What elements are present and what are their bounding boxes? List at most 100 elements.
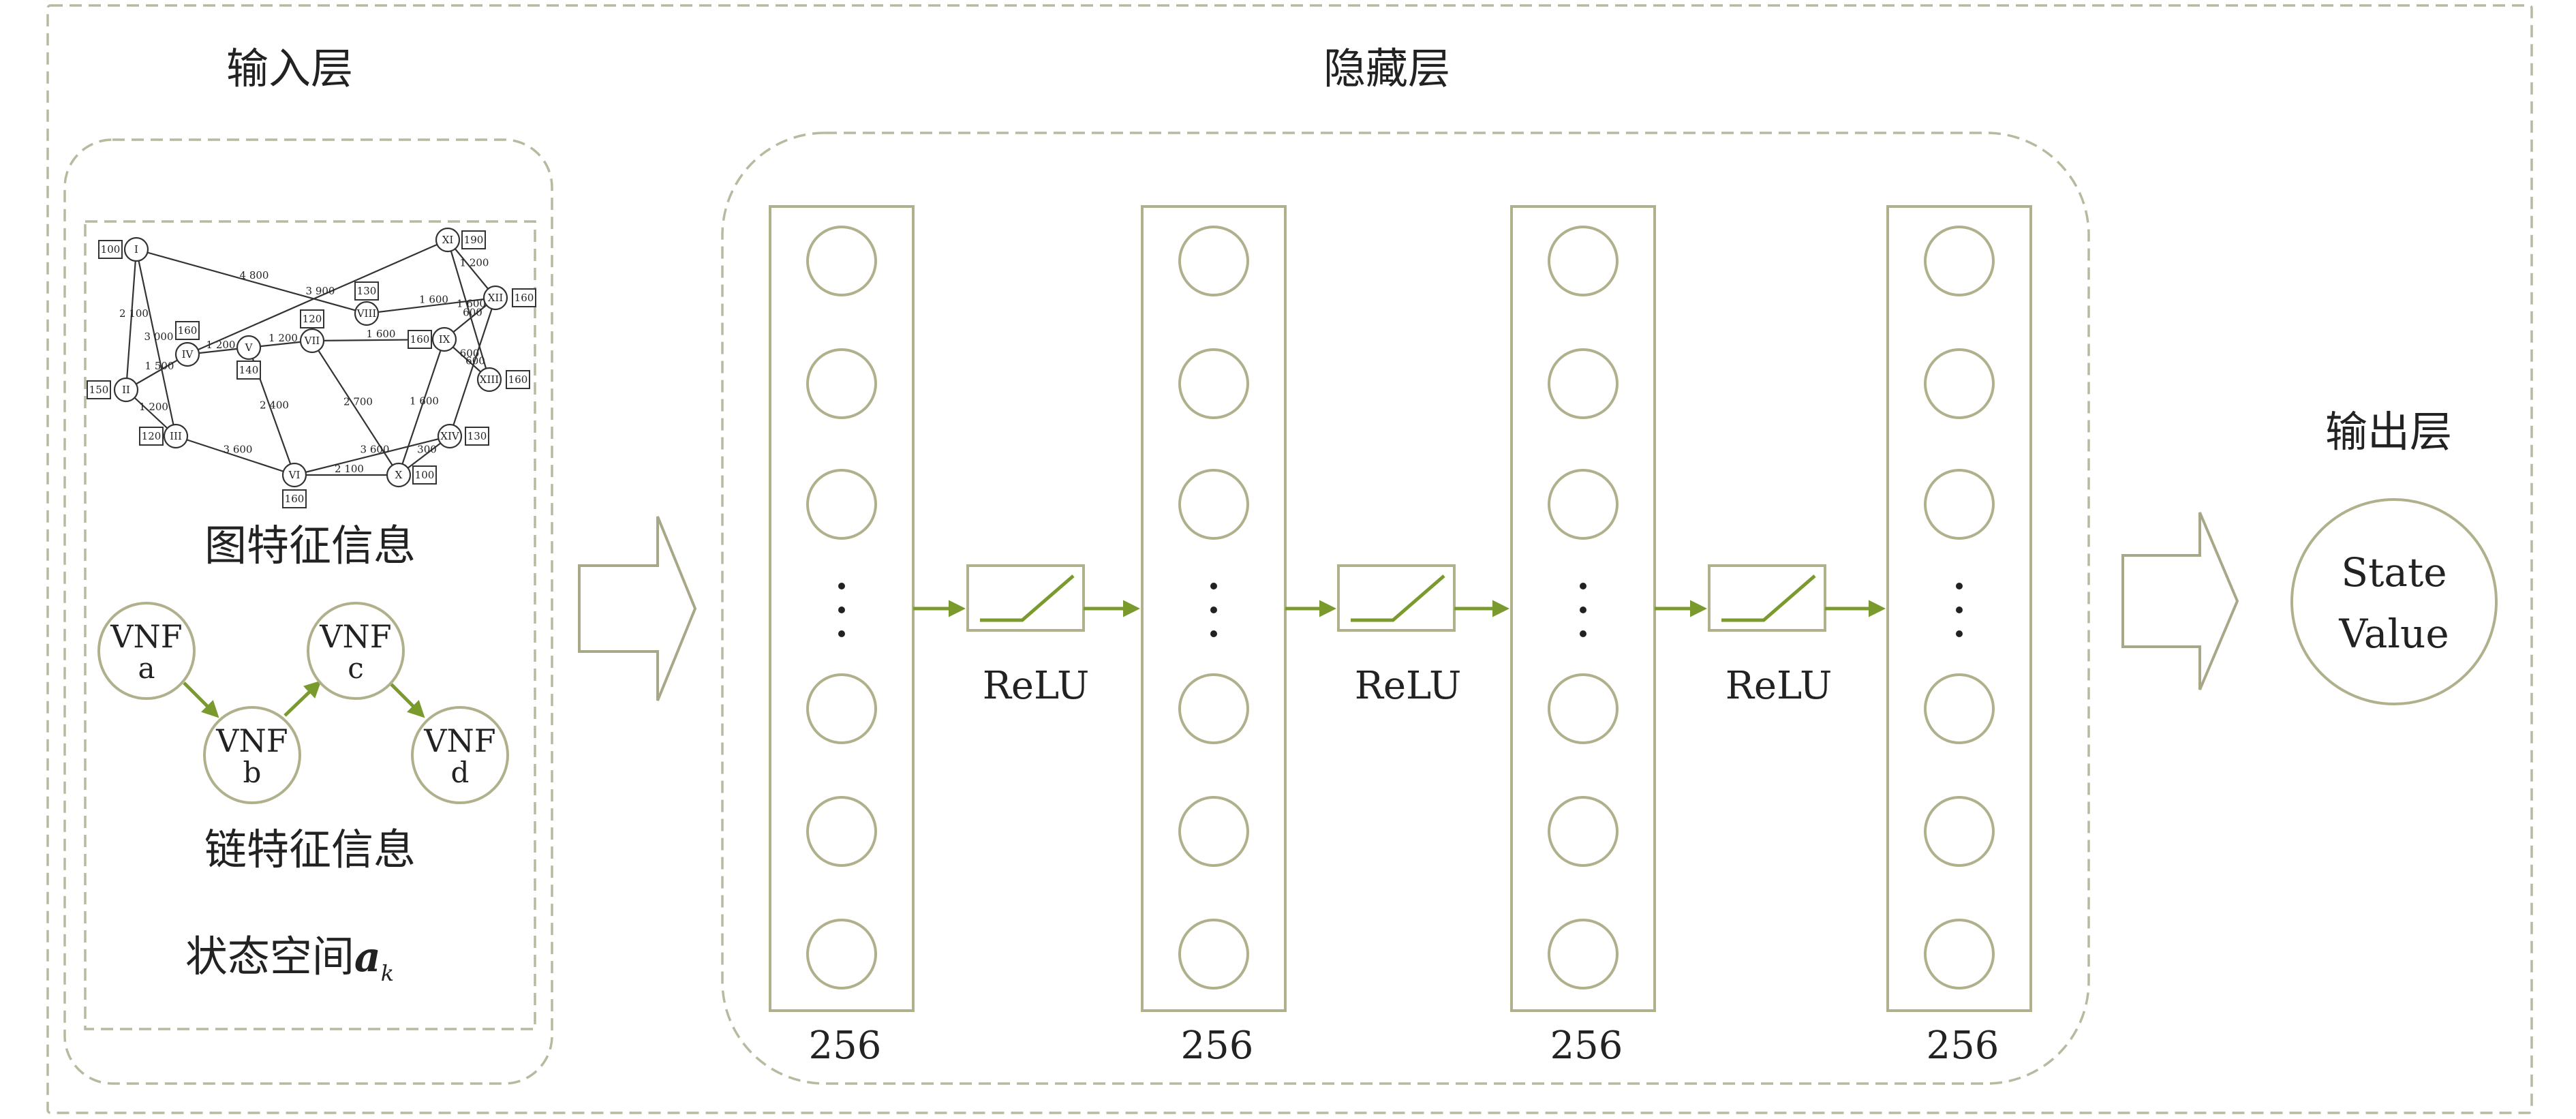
neuron xyxy=(1178,469,1249,540)
neuron xyxy=(1178,348,1249,419)
topology-edge-label: 600 xyxy=(460,348,480,360)
topology-node-capacity: 130 xyxy=(467,430,487,442)
topology-node-capacity: 100 xyxy=(415,469,435,481)
topology-node-capacity: 120 xyxy=(142,430,162,442)
topology-node-capacity: 160 xyxy=(410,333,430,346)
topology-node-id: VI xyxy=(288,469,301,481)
relu-label-1: ReLU xyxy=(983,664,1090,708)
hidden-layer-2: 256 xyxy=(1141,205,1287,1068)
topology-edge xyxy=(294,435,450,476)
topology-node-id: XIV xyxy=(440,430,460,442)
topology-node: XII 160 xyxy=(482,285,536,311)
topology-edge-label: 1 600 xyxy=(419,294,448,306)
topology-edge xyxy=(446,239,491,380)
topology-edge xyxy=(175,435,295,476)
neuron xyxy=(1548,919,1619,990)
ellipsis-dot xyxy=(1210,630,1217,637)
neuron xyxy=(806,796,877,867)
neuron xyxy=(1924,469,1995,540)
hidden-layer-1: 256 xyxy=(769,205,915,1068)
neuron xyxy=(1924,796,1995,867)
topology-edge-label: 1 600 xyxy=(410,395,439,408)
output-layer-title: 输出层 xyxy=(2325,407,2452,457)
ellipsis-dot xyxy=(1956,630,1963,637)
topology-edge xyxy=(136,248,367,315)
ellipsis-dot xyxy=(1956,607,1963,613)
relu-block-3: ReLU xyxy=(1655,564,1886,708)
neuron xyxy=(1178,226,1249,296)
topology-node-id: IV xyxy=(182,348,194,361)
neuron xyxy=(1548,796,1619,867)
neuron xyxy=(1924,348,1995,419)
topology-node-id: XII xyxy=(488,292,504,304)
ellipsis-dot xyxy=(1210,583,1217,589)
outer-frame xyxy=(46,4,2533,1114)
topology-edge-label: 1 200 xyxy=(139,401,168,413)
vnf-chain: VNF a VNF b VNF c VNF d xyxy=(97,602,509,804)
topology-node: VII 120 xyxy=(299,309,325,354)
chain-features-label: 链特征信息 xyxy=(204,825,416,874)
topology-node-id: I xyxy=(134,243,138,256)
topology-edge-label: 2 400 xyxy=(260,399,289,412)
topology-edge-label: 3 900 xyxy=(306,285,335,297)
vnf-arrow-a-b xyxy=(183,681,219,718)
topology-node-capacity: 160 xyxy=(178,324,198,337)
vnf-b-line2: b xyxy=(243,756,262,789)
topology-edge-label: 3 600 xyxy=(224,444,253,456)
topology-edge-label: 2 100 xyxy=(119,307,149,320)
topology-node-capacity: 120 xyxy=(303,313,322,325)
state-space-label: 状态空间ak xyxy=(185,932,394,986)
ellipsis-dot xyxy=(838,607,845,613)
topology-node-id: VII xyxy=(304,335,320,347)
graph-features-label: 图特征信息 xyxy=(204,521,416,570)
topology-edge xyxy=(448,297,497,437)
vnf-a-line1: VNF xyxy=(110,618,182,655)
ellipsis-dot xyxy=(1580,630,1586,637)
topology-node: IV 160 xyxy=(174,321,200,367)
vnf-b-line1: VNF xyxy=(215,722,288,759)
relu-label-2: ReLU xyxy=(1355,664,1462,708)
relu-block-1: ReLU xyxy=(913,564,1140,708)
neuron xyxy=(1924,226,1995,296)
ellipsis-dot xyxy=(1580,607,1586,613)
neuron xyxy=(806,348,877,419)
neuron xyxy=(806,919,877,990)
hidden-to-output-arrow xyxy=(2121,512,2239,690)
topology-node-capacity: 160 xyxy=(508,373,528,386)
topology-node-id: X xyxy=(395,469,403,481)
neuron xyxy=(1178,673,1249,744)
neuron xyxy=(1178,796,1249,867)
topology-node-capacity: 160 xyxy=(515,292,534,304)
neuron xyxy=(1548,348,1619,419)
topology-edge-label: 3 600 xyxy=(361,444,390,456)
topology-node-id: III xyxy=(170,430,182,442)
topology-node-id: XIII xyxy=(480,373,500,386)
topology-edge-label: 1 600 xyxy=(367,328,396,340)
topology-edge xyxy=(366,296,496,315)
input-layer-title: 输入层 xyxy=(226,44,353,93)
neuron xyxy=(806,469,877,540)
topology-node: XIII 160 xyxy=(476,367,530,393)
topology-node-id: V xyxy=(245,341,254,354)
topology-edge-label: 600 xyxy=(465,355,485,367)
output-line1: State xyxy=(2341,549,2447,596)
topology-edge xyxy=(397,339,446,476)
vnf-node-a: VNF a xyxy=(97,602,196,700)
state-symbol: a xyxy=(354,934,381,981)
vnf-a-line2: a xyxy=(138,652,155,685)
vnf-arrow-b-c xyxy=(283,680,322,717)
vnf-d-line2: d xyxy=(451,756,470,789)
output-line2: Value xyxy=(2338,611,2449,657)
topology-node-id: II xyxy=(122,384,130,396)
vnf-node-b: VNF b xyxy=(203,706,301,804)
